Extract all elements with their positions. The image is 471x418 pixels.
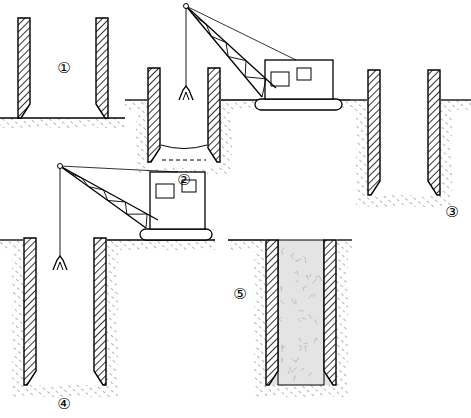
caisson-wall <box>428 70 440 195</box>
crane-track <box>255 99 342 110</box>
grab-bucket <box>53 256 67 270</box>
ground <box>0 118 125 128</box>
caisson-wall <box>96 18 108 118</box>
caisson-wall <box>24 238 36 385</box>
step-number: ② <box>177 173 190 188</box>
caisson-wall <box>368 70 380 195</box>
grab-bucket <box>179 86 193 100</box>
step-number: ③ <box>445 205 458 220</box>
ground <box>254 240 348 397</box>
caisson-wall <box>148 68 160 162</box>
hoist-cable <box>60 168 61 256</box>
caisson-wall <box>18 18 30 118</box>
caisson-wall <box>266 240 278 385</box>
caisson-wall <box>94 238 106 385</box>
step-number: ① <box>57 61 70 76</box>
crane-body <box>265 60 333 99</box>
caisson-wall <box>324 240 336 385</box>
crane-body <box>150 172 205 229</box>
crane-track <box>140 229 212 240</box>
step-number: ⑤ <box>233 287 246 302</box>
caisson-wall <box>208 68 220 162</box>
hoist-cable <box>186 8 187 86</box>
step-number: ④ <box>57 397 70 412</box>
